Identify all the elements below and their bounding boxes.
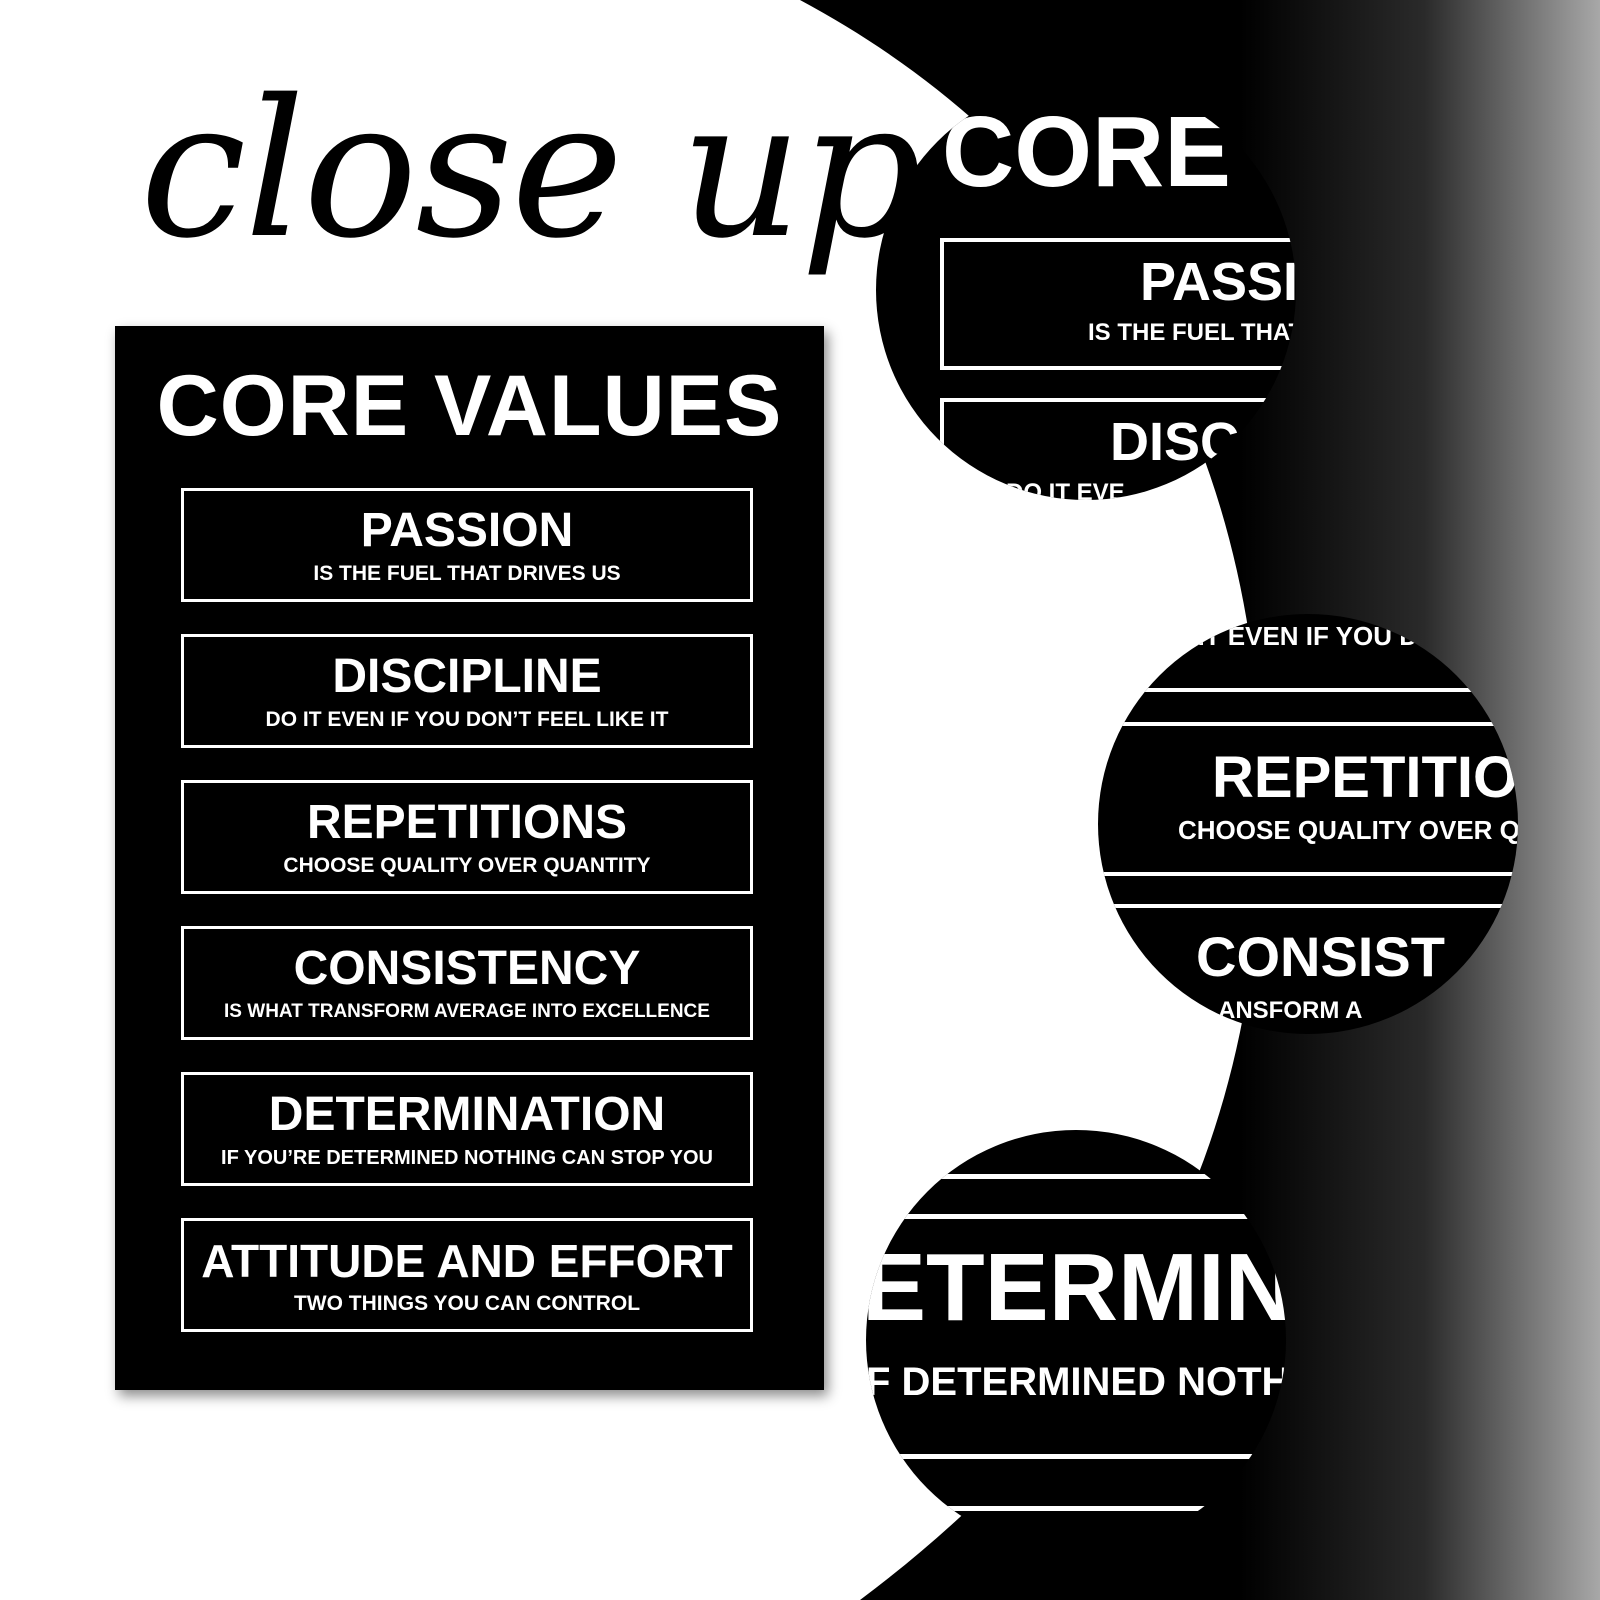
divider-line: [866, 1174, 1286, 1179]
zoom-passion-desc: IS THE FUEL THAT: [1088, 319, 1296, 346]
zoom-passion-name: PASSI: [1140, 252, 1296, 312]
zoom-discipline-desc: O IT EVEN IF YOU DO: [1170, 621, 1439, 651]
divider-line: [1098, 722, 1518, 726]
value-name: REPETITIONS: [306, 796, 628, 849]
divider-line: [1098, 688, 1518, 692]
value-desc: IS THE FUEL THAT DRIVES US: [313, 562, 621, 585]
zoom-consistency-name: CONSIST: [1196, 925, 1445, 988]
zoom-determination-name: ETERMINA: [866, 1234, 1286, 1341]
value-box-repetitions: REPETITIONS CHOOSE QUALITY OVER QUANTITY: [181, 780, 753, 894]
core-values-poster: CORE VALUES PASSION IS THE FUEL THAT DRI…: [115, 326, 824, 1390]
value-desc: DO IT EVEN IF YOU DON’T FEEL LIKE IT: [265, 708, 669, 731]
value-name: PASSION: [360, 504, 574, 557]
value-name: CONSISTENCY: [293, 942, 641, 995]
value-desc: CHOOSE QUALITY OVER QUANTITY: [283, 854, 651, 877]
zoom-passion-box: [940, 238, 1296, 370]
zoom-consistency-desc: ANSFORM A: [1218, 997, 1363, 1024]
value-box-consistency: CONSISTENCY IS WHAT TRANSFORM AVERAGE IN…: [181, 926, 753, 1040]
divider-line: [866, 1214, 1286, 1219]
value-name: DETERMINATION: [268, 1088, 666, 1141]
value-box-passion: PASSION IS THE FUEL THAT DRIVES US: [181, 488, 753, 602]
value-box-determination: DETERMINATION IF YOU’RE DETERMINED NOTHI…: [181, 1072, 753, 1186]
zoom-repetitions-desc: CHOOSE QUALITY OVER Q: [1178, 815, 1518, 845]
value-name: DISCIPLINE: [332, 650, 602, 703]
zoom-determination-desc: F DETERMINED NOTH: [866, 1360, 1286, 1404]
divider-line: [866, 1454, 1286, 1459]
value-desc: IS WHAT TRANSFORM AVERAGE INTO EXCELLENC…: [224, 1001, 710, 1022]
zoom-discipline-box: [940, 398, 1296, 500]
value-desc: IF YOU’RE DETERMINED NOTHING CAN STOP YO…: [221, 1147, 713, 1169]
divider-line: [866, 1506, 1286, 1511]
value-box-attitude-effort: ATTITUDE AND EFFORT TWO THINGS YOU CAN C…: [181, 1218, 753, 1332]
zoom-repetitions-name: REPETITIO: [1212, 745, 1518, 810]
divider-line: [1098, 904, 1518, 908]
close-up-heading: close up: [140, 59, 922, 280]
zoom-circle-middle: O IT EVEN IF YOU DO REPETITIO CHOOSE QUA…: [1098, 614, 1518, 1034]
zoom-core-values-title: CORE V: [942, 96, 1296, 208]
value-desc: TWO THINGS YOU CAN CONTROL: [293, 1292, 641, 1315]
divider-line: [1098, 872, 1518, 876]
zoom-discipline-desc: DO IT EVE: [1006, 479, 1125, 500]
value-box-discipline: DISCIPLINE DO IT EVEN IF YOU DON’T FEEL …: [181, 634, 753, 748]
zoom-circle-bottom: ETERMINA F DETERMINED NOTH: [866, 1130, 1286, 1550]
zoom-circle-top: CORE V PASSI IS THE FUEL THAT DISC DO IT…: [876, 80, 1296, 500]
value-name: ATTITUDE AND EFFORT: [201, 1235, 733, 1287]
poster-title: CORE VALUES: [156, 358, 783, 454]
zoom-discipline-name: DISC: [1110, 412, 1240, 472]
